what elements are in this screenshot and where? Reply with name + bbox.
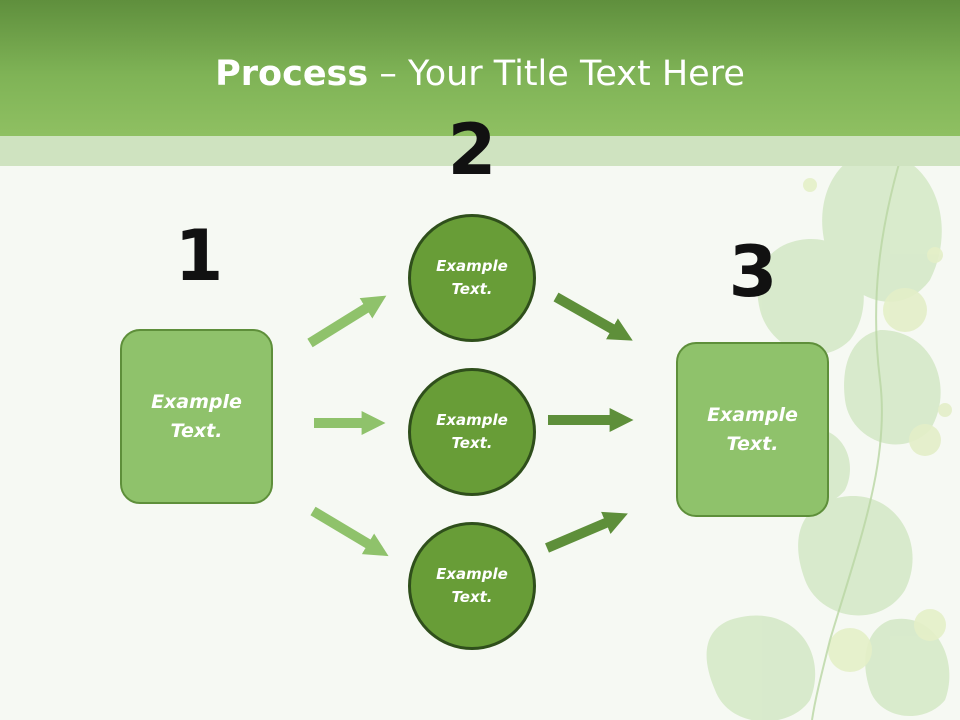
step-number-3: 3 bbox=[728, 231, 778, 313]
step-number-2: 2 bbox=[447, 109, 497, 191]
arrow-bottom-to-3 bbox=[545, 511, 628, 553]
step-2-circle-middle: Example Text. bbox=[408, 368, 536, 496]
title-bold: Process bbox=[215, 54, 369, 94]
step-1-text: Example Text. bbox=[151, 390, 242, 442]
header-bar bbox=[0, 0, 960, 136]
title-rest: – Your Title Text Here bbox=[368, 54, 745, 94]
arrow-top-to-3 bbox=[553, 292, 633, 341]
header-band bbox=[0, 136, 960, 166]
step-2-circle-bottom-text: Example Text. bbox=[436, 565, 508, 606]
step-1-box: Example Text. bbox=[120, 329, 273, 504]
slide-title: Process – Your Title Text Here bbox=[0, 52, 960, 96]
step-3-text: Example Text. bbox=[707, 403, 798, 455]
step-2-circle-top-text: Example Text. bbox=[436, 257, 508, 298]
step-2-circle-top: Example Text. bbox=[408, 214, 536, 342]
arrow-1-to-bottom bbox=[310, 506, 389, 557]
step-number-1: 1 bbox=[174, 215, 224, 297]
step-2-circle-bottom: Example Text. bbox=[408, 522, 536, 650]
arrow-1-to-top bbox=[307, 295, 387, 348]
step-2-circle-middle-text: Example Text. bbox=[436, 411, 508, 452]
step-3-box: Example Text. bbox=[676, 342, 829, 517]
